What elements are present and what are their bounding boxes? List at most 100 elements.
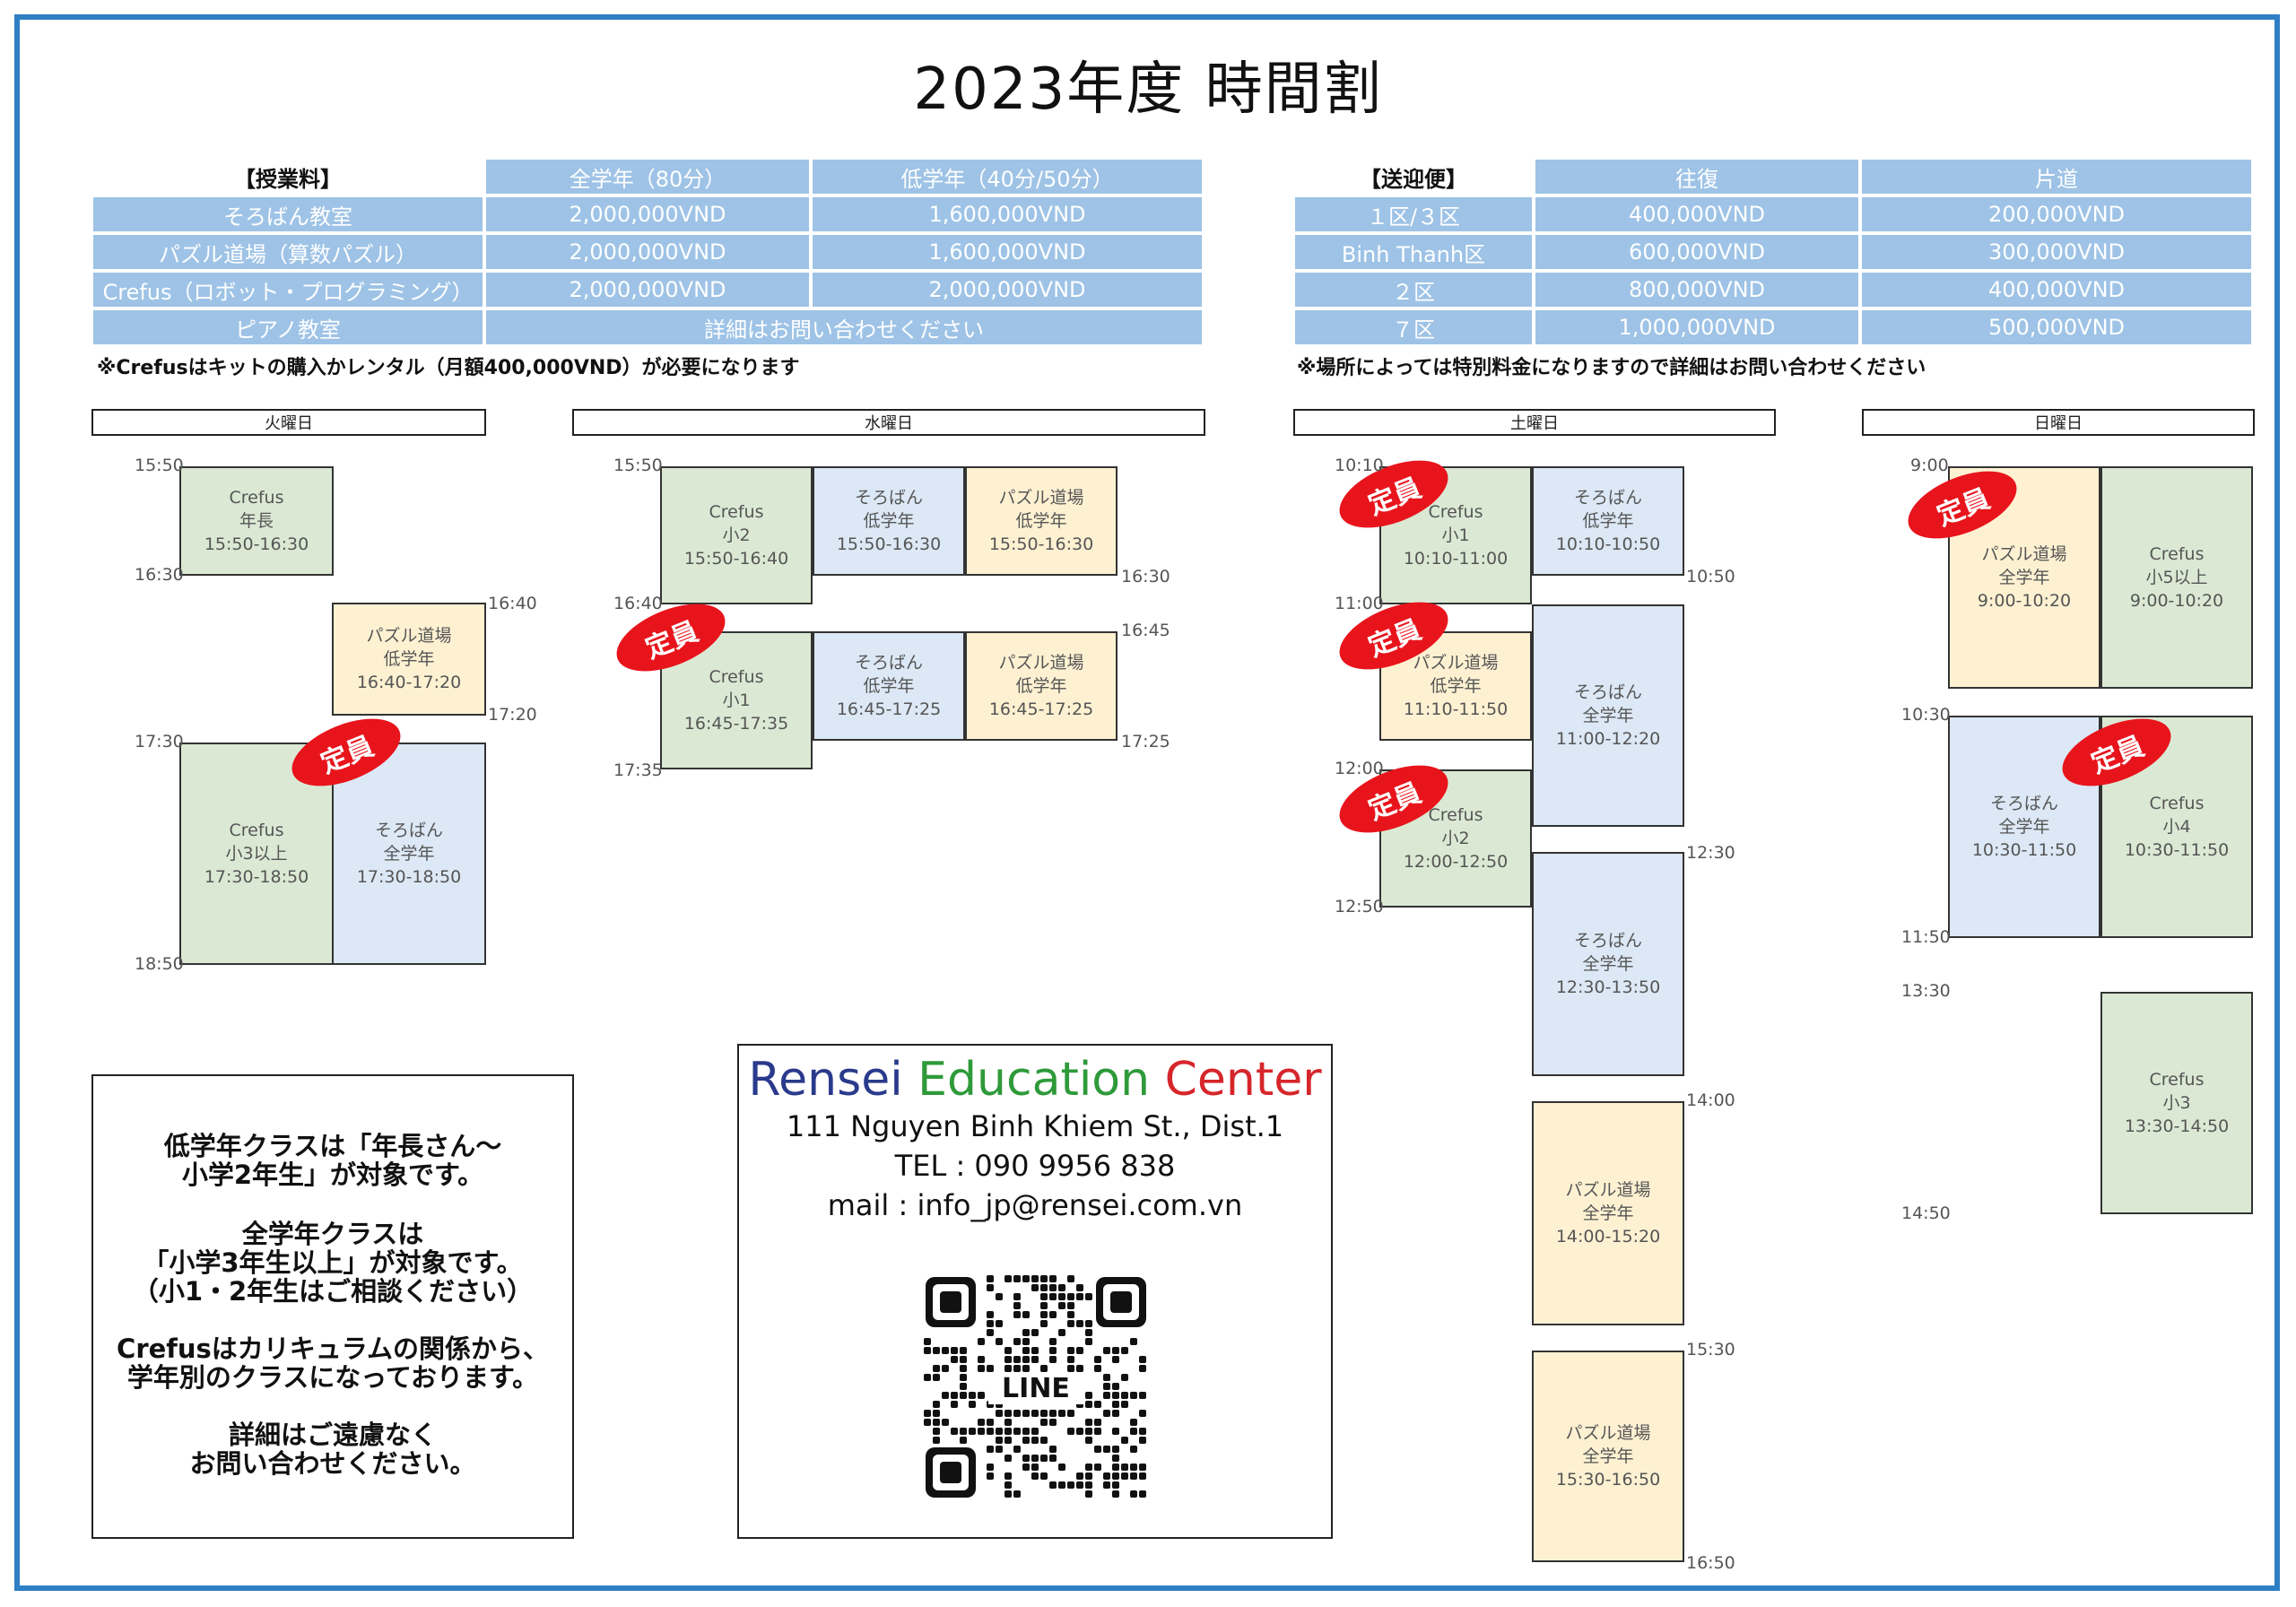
class-time: 9:00-10:20 bbox=[1977, 591, 2072, 611]
class-name: Crefus bbox=[2149, 544, 2205, 564]
class-name: Crefus bbox=[1428, 805, 1483, 825]
day-header-saturday: 土曜日 bbox=[1293, 409, 1776, 436]
time-label: 12:00 bbox=[1335, 759, 1384, 778]
class-name: Crefus bbox=[2149, 1070, 2205, 1090]
class-block: そろばん 低学年 16:45-17:25 bbox=[813, 631, 965, 741]
class-name: パズル道場 bbox=[1413, 653, 1499, 673]
bus-header-oneway: 片道 bbox=[1862, 160, 2251, 194]
time-label: 9:00 bbox=[1910, 456, 1949, 475]
line-qr-code-icon[interactable]: LINE bbox=[924, 1275, 1148, 1499]
day-header-wednesday: 水曜日 bbox=[572, 409, 1205, 436]
time-label: 10:10 bbox=[1335, 456, 1384, 475]
class-name: パズル道場 bbox=[998, 653, 1084, 673]
class-grade: 年長 bbox=[239, 511, 274, 531]
tuition-row-label: そろばん教室 bbox=[93, 197, 483, 231]
class-name: そろばん bbox=[854, 653, 923, 673]
time-label: 11:00 bbox=[1335, 594, 1384, 613]
center-brand: Rensei Education Center bbox=[748, 1053, 1322, 1107]
class-name: そろばん bbox=[374, 821, 443, 840]
class-grade: 低学年 bbox=[1015, 676, 1067, 696]
class-grade: 全学年 bbox=[1582, 1203, 1634, 1223]
bus-row-value: 400,000VND bbox=[1535, 197, 1858, 231]
class-block: Crefus 年長 15:50-16:30 bbox=[179, 466, 334, 576]
class-block: Crefus 小1 16:45-17:35 bbox=[660, 631, 813, 769]
time-label: 15:50 bbox=[613, 456, 663, 475]
tuition-row-value: 詳細はお問い合わせください bbox=[486, 310, 1202, 344]
class-name: そろばん bbox=[1989, 794, 2058, 813]
class-name: そろばん bbox=[1573, 488, 1642, 508]
class-time: 16:45-17:25 bbox=[988, 699, 1094, 719]
info-paragraph: Crefusはカリキュラムの関係から、 学年別のクラスになっております。 bbox=[117, 1333, 549, 1393]
time-label: 15:30 bbox=[1686, 1340, 1735, 1359]
class-block: Crefus 小5以上 9:00-10:20 bbox=[2100, 466, 2253, 689]
time-label: 17:30 bbox=[135, 732, 184, 751]
tuition-row-label: Crefus（ロボット・プログラミング） bbox=[93, 273, 483, 307]
class-block: そろばん 全学年 11:00-12:20 bbox=[1532, 604, 1684, 827]
class-time: 11:00-12:20 bbox=[1555, 729, 1661, 749]
day-header-tuesday: 火曜日 bbox=[91, 409, 486, 436]
bus-row-value: 500,000VND bbox=[1862, 310, 2251, 344]
class-time: 15:50-16:40 bbox=[683, 549, 789, 569]
tuition-row-value: 2,000,000VND bbox=[486, 197, 809, 231]
class-time: 13:30-14:50 bbox=[2124, 1116, 2230, 1136]
tuition-note: ※Crefusはキットの購入かレンタル（月額400,000VND）が必要になりま… bbox=[97, 357, 800, 379]
time-label: 12:30 bbox=[1686, 843, 1735, 863]
class-block: パズル道場 全学年 14:00-15:20 bbox=[1532, 1101, 1684, 1325]
class-block: そろばん 全学年 17:30-18:50 bbox=[332, 743, 486, 965]
class-name: Crefus bbox=[709, 502, 764, 522]
bus-row-value: 300,000VND bbox=[1862, 235, 2251, 269]
class-name: パズル道場 bbox=[1565, 1423, 1651, 1443]
tuition-row-label: パズル道場（算数パズル） bbox=[93, 235, 483, 269]
class-time: 15:50-16:30 bbox=[988, 534, 1094, 554]
bus-row-value: 200,000VND bbox=[1862, 197, 2251, 231]
class-time: 17:30-18:50 bbox=[204, 867, 309, 887]
class-block: Crefus 小2 15:50-16:40 bbox=[660, 466, 813, 604]
class-name: パズル道場 bbox=[998, 488, 1084, 508]
time-label: 17:25 bbox=[1121, 732, 1170, 751]
class-name: Crefus bbox=[709, 667, 764, 687]
class-time: 17:30-18:50 bbox=[356, 867, 462, 887]
time-label: 18:50 bbox=[135, 954, 184, 974]
class-grade: 全学年 bbox=[383, 844, 435, 864]
class-grade: 低学年 bbox=[1430, 676, 1482, 696]
class-name: Crefus bbox=[1428, 502, 1483, 522]
class-time: 16:45-17:25 bbox=[836, 699, 942, 719]
center-address: 111 Nguyen Binh Khiem St., Dist.1 bbox=[786, 1109, 1284, 1143]
class-grade: 全学年 bbox=[1582, 706, 1634, 725]
class-grade: 全学年 bbox=[1582, 1446, 1634, 1466]
time-label: 17:35 bbox=[613, 760, 663, 780]
bus-row-value: 400,000VND bbox=[1862, 273, 2251, 307]
tuition-row-value: 1,600,000VND bbox=[813, 235, 1202, 269]
class-block: そろばん 低学年 15:50-16:30 bbox=[813, 466, 965, 576]
bus-row-value: 1,000,000VND bbox=[1535, 310, 1858, 344]
class-name: Crefus bbox=[229, 821, 284, 840]
time-label: 16:30 bbox=[135, 565, 184, 585]
class-name: パズル道場 bbox=[1565, 1180, 1651, 1200]
class-name: パズル道場 bbox=[366, 626, 452, 646]
class-time: 10:30-11:50 bbox=[2124, 840, 2230, 860]
class-time: 14:00-15:20 bbox=[1555, 1227, 1661, 1247]
bus-row-label: ２区 bbox=[1295, 273, 1532, 307]
class-grade: 低学年 bbox=[863, 511, 915, 531]
info-paragraph: 全学年クラスは 「小学3年生以上」が対象です。 （小1・2年生はご相談ください） bbox=[132, 1219, 534, 1307]
tuition-row-value: 2,000,000VND bbox=[486, 235, 809, 269]
time-label: 11:50 bbox=[1901, 927, 1951, 947]
class-time: 10:10-10:50 bbox=[1555, 534, 1661, 554]
center-mail: mail : info_jp@rensei.com.vn bbox=[827, 1188, 1243, 1222]
class-name: Crefus bbox=[229, 488, 284, 508]
tuition-header-low: 低学年（40分/50分） bbox=[813, 160, 1202, 194]
time-label: 14:00 bbox=[1686, 1090, 1735, 1110]
class-grade: 全学年 bbox=[1998, 817, 2050, 837]
class-time: 10:10-11:00 bbox=[1403, 549, 1509, 569]
class-name: そろばん bbox=[1573, 931, 1642, 951]
class-block: パズル道場 全学年 15:30-16:50 bbox=[1532, 1351, 1684, 1562]
class-block: パズル道場 低学年 16:40-17:20 bbox=[332, 603, 486, 716]
time-label: 12:50 bbox=[1335, 897, 1384, 916]
center-info-box: Rensei Education Center 111 Nguyen Binh … bbox=[737, 1044, 1333, 1539]
tuition-row-value: 2,000,000VND bbox=[486, 273, 809, 307]
tuition-row-value: 1,600,000VND bbox=[813, 197, 1202, 231]
tuition-row-value: 2,000,000VND bbox=[813, 273, 1202, 307]
class-grade: 低学年 bbox=[1015, 511, 1067, 531]
class-grade: 全学年 bbox=[1582, 954, 1634, 974]
time-label: 16:30 bbox=[1121, 567, 1170, 586]
